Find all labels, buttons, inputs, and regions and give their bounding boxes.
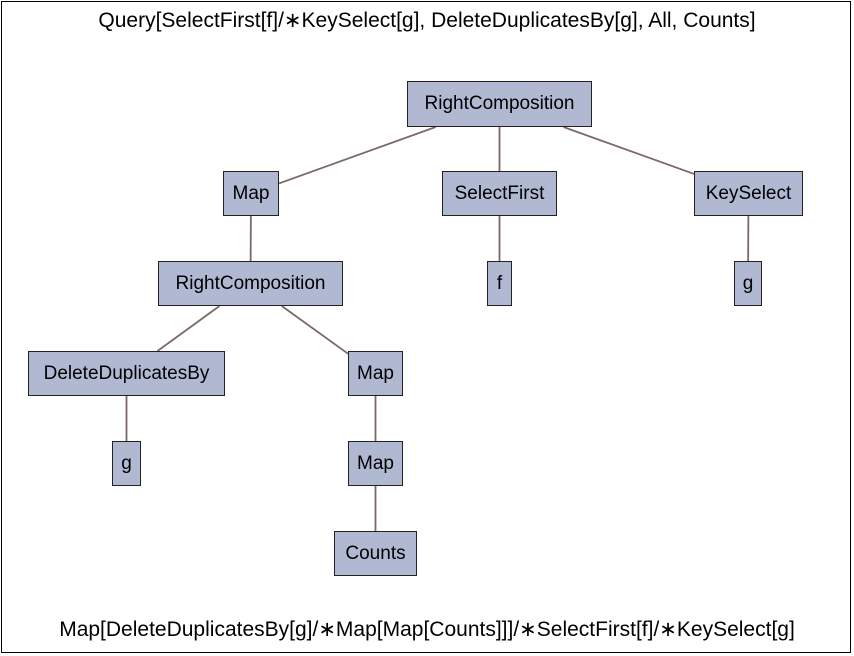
edge-rightcomposition_2-map_2	[281, 305, 349, 355]
node-root: RightComposition	[407, 81, 592, 127]
node-deleteduplicatesby: DeleteDuplicatesBy	[28, 351, 225, 396]
node-f: f	[487, 261, 512, 306]
node-counts: Counts	[334, 531, 417, 576]
edge-root-map_1	[278, 126, 436, 185]
node-rightcomposition-2: RightComposition	[158, 261, 343, 306]
node-map-2: Map	[348, 351, 403, 396]
node-selectfirst: SelectFirst	[442, 171, 557, 216]
edge-root-keyselect	[563, 126, 695, 175]
node-map-1: Map	[223, 171, 279, 216]
edge-rightcomposition_2-deleteduplicatesby	[156, 305, 221, 352]
top-expression: Query[SelectFirst[f]/∗KeySelect[g], Dele…	[98, 9, 756, 32]
node-g-2: g	[112, 441, 141, 486]
node-map-3: Map	[348, 441, 403, 486]
node-g-1: g	[734, 261, 762, 306]
node-keyselect: KeySelect	[694, 171, 803, 216]
bottom-expression: Map[DeleteDuplicatesBy[g]/∗Map[Map[Count…	[59, 618, 795, 641]
